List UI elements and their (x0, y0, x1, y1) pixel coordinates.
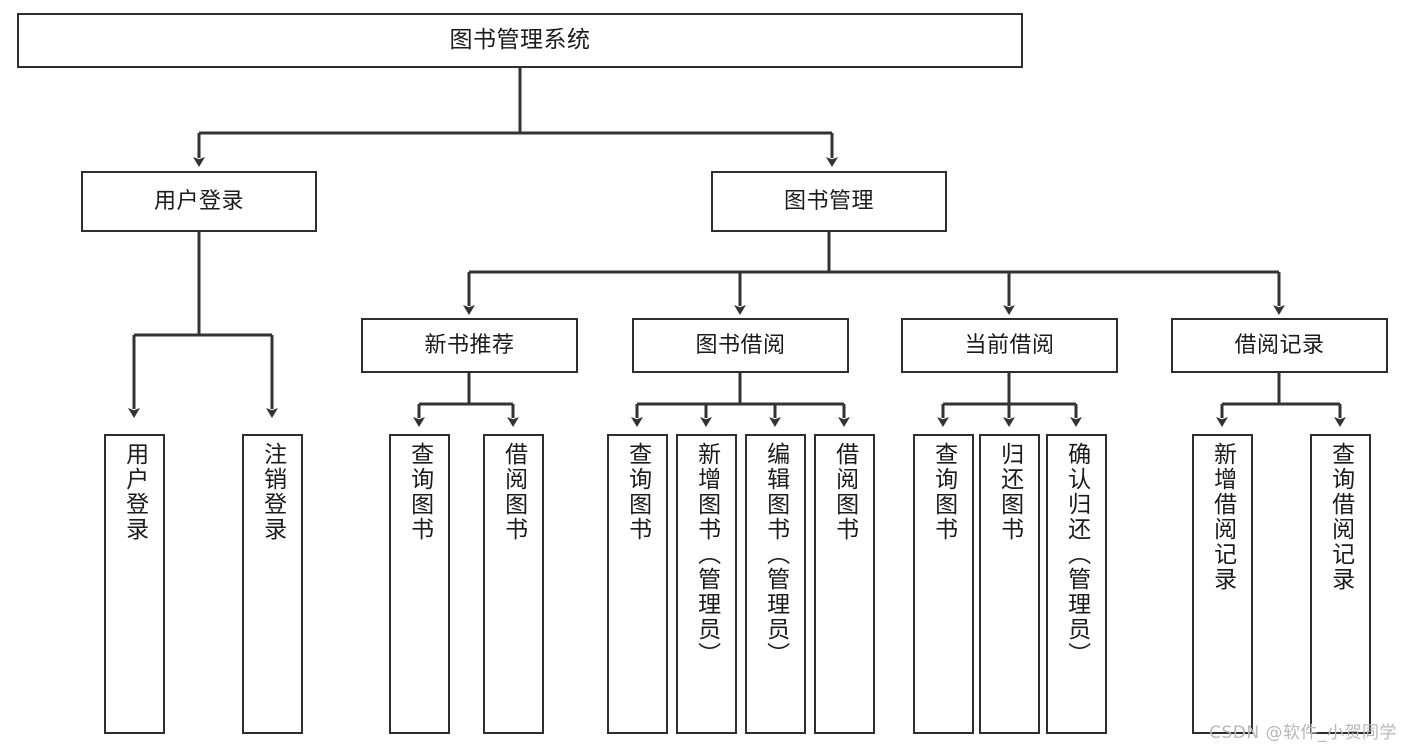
node-leaf-user-login[interactable]: 用户登录 (104, 434, 165, 734)
node-book-borrow-label: 图书借阅 (695, 332, 786, 358)
node-leaf-user-login-label: 用户登录 (121, 442, 148, 542)
node-leaf-confirm-return[interactable]: 确认归还（管理员） (1046, 434, 1107, 734)
node-leaf-query-book-3-label: 查询图书 (930, 442, 957, 542)
node-leaf-confirm-return-label: 确认归还（管理员） (1063, 442, 1090, 667)
node-book-borrow[interactable]: 图书借阅 (632, 318, 849, 373)
node-new-book-recommend-label: 新书推荐 (424, 332, 515, 358)
node-leaf-query-borrow-record[interactable]: 查询借阅记录 (1310, 434, 1371, 734)
node-leaf-borrow-book-2[interactable]: 借阅图书 (814, 434, 875, 734)
node-leaf-query-book-2[interactable]: 查询图书 (607, 434, 668, 734)
node-root[interactable]: 图书管理系统 (17, 13, 1023, 68)
node-leaf-query-book-3[interactable]: 查询图书 (913, 434, 974, 734)
node-leaf-query-book-1[interactable]: 查询图书 (389, 434, 450, 734)
node-leaf-borrow-book-2-label: 借阅图书 (831, 442, 858, 542)
node-leaf-edit-book-label: 编辑图书（管理员） (762, 442, 789, 667)
node-leaf-add-book[interactable]: 新增图书（管理员） (676, 434, 737, 734)
node-borrow-record[interactable]: 借阅记录 (1171, 318, 1388, 373)
node-leaf-query-borrow-record-label: 查询借阅记录 (1327, 442, 1354, 592)
node-new-book-recommend[interactable]: 新书推荐 (361, 318, 578, 373)
node-current-borrow[interactable]: 当前借阅 (901, 318, 1118, 373)
node-leaf-query-book-2-label: 查询图书 (624, 442, 651, 542)
node-leaf-return-book-label: 归还图书 (996, 442, 1023, 542)
node-borrow-record-label: 借阅记录 (1234, 332, 1325, 358)
node-leaf-logout[interactable]: 注销登录 (242, 434, 303, 734)
node-leaf-logout-label: 注销登录 (259, 442, 286, 542)
node-leaf-borrow-book-1-label: 借阅图书 (500, 442, 527, 542)
node-book-management[interactable]: 图书管理 (711, 171, 947, 232)
node-current-borrow-label: 当前借阅 (964, 332, 1055, 358)
node-book-management-label: 图书管理 (783, 188, 874, 214)
node-leaf-add-borrow-record-label: 新增借阅记录 (1209, 442, 1236, 592)
node-leaf-borrow-book-1[interactable]: 借阅图书 (483, 434, 544, 734)
node-leaf-edit-book[interactable]: 编辑图书（管理员） (745, 434, 806, 734)
node-leaf-add-book-label: 新增图书（管理员） (693, 442, 720, 667)
node-root-label: 图书管理系统 (449, 26, 591, 53)
node-leaf-query-book-1-label: 查询图书 (406, 442, 433, 542)
node-leaf-add-borrow-record[interactable]: 新增借阅记录 (1192, 434, 1253, 734)
node-user-login[interactable]: 用户登录 (81, 171, 317, 232)
node-user-login-label: 用户登录 (153, 188, 244, 214)
node-leaf-return-book[interactable]: 归还图书 (979, 434, 1040, 734)
